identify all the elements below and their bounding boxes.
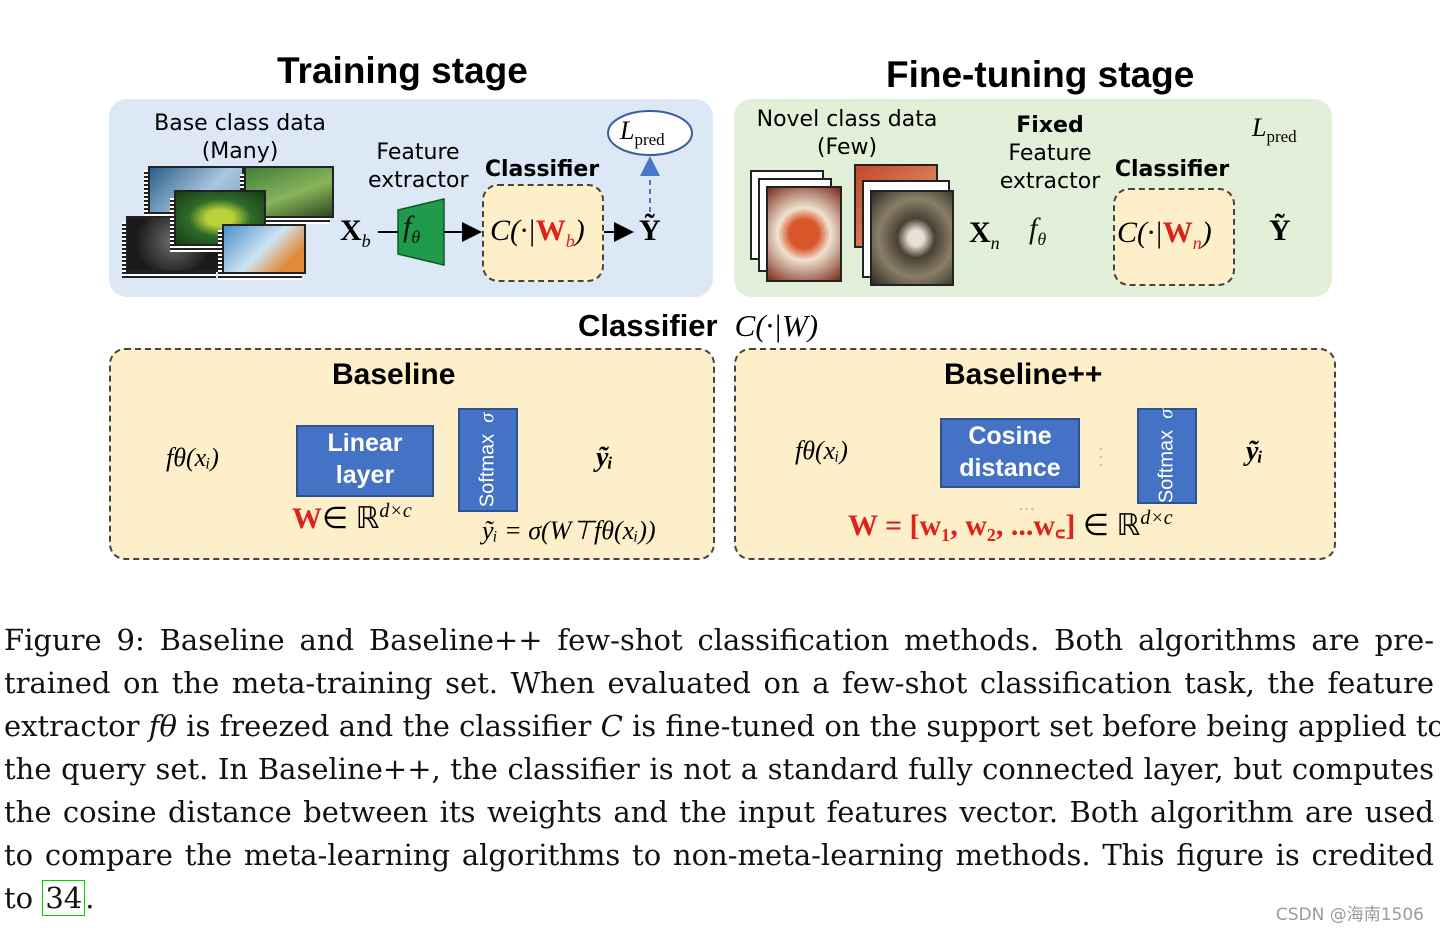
softmax-block-baselinepp: Softmax σ — [1137, 408, 1197, 504]
caption-line: the cosine distance between its weights … — [4, 795, 1434, 829]
caption-line: to compare the meta-learning algorithms … — [4, 838, 1434, 872]
classifier-expr-training: C(·|Wb) — [490, 214, 585, 251]
baselinepp-weight-expr: W = [w₁, w₂, ...w꜀] ∈ ℝd×c — [848, 507, 1173, 542]
fixed-feature-extractor-label: Fixed Feature extractor — [999, 113, 1101, 194]
feature-extractor-trapezoid — [397, 198, 445, 266]
weight-dots: ... — [1018, 494, 1036, 515]
base-class-data-label: Base class data (Many) — [154, 111, 326, 164]
classifier-label: Classifier — [484, 157, 600, 182]
parallel-dots: ··· — [1098, 439, 1104, 476]
classifier-expr-finetune: C(·|Wn) — [1117, 216, 1212, 253]
classifier-heading: Classifier C(·|W) — [578, 308, 819, 343]
output-y-training: Ỹ — [639, 214, 661, 247]
training-stage-title: Training stage — [277, 50, 528, 91]
figure-caption: Figure 9: Baseline and Baseline++ few-sh… — [4, 619, 1440, 920]
classifier-box-finetune — [1113, 188, 1235, 286]
baselinepp-output: ỹᵢ — [1246, 436, 1264, 467]
citation-link[interactable]: 34 — [42, 880, 86, 916]
extractor-symbol-finetune: fθ — [1029, 212, 1047, 249]
caption-line: the query set. In Baseline++, the classi… — [4, 752, 1434, 786]
classifier-label-finetune: Classifier — [1114, 157, 1230, 182]
baseline-weight-expr: W∈ ℝd×c — [292, 500, 412, 535]
baselinepp-title: Baseline++ — [944, 358, 1103, 391]
input-xb: Xb — [340, 214, 371, 251]
loss-ellipse-training — [607, 110, 693, 156]
caption-line: trained on the meta-training set. When e… — [4, 666, 1434, 700]
baseline-title: Baseline — [332, 358, 456, 391]
baseline-input: fθ(xᵢ) — [166, 443, 219, 472]
extractor-symbol: fθ — [403, 210, 421, 247]
caption-line: to 34. — [4, 880, 95, 916]
baseline-output: ỹᵢ — [596, 442, 614, 473]
baselinepp-input: fθ(xᵢ) — [795, 436, 848, 465]
feature-extractor-label: Feature extractor — [368, 140, 469, 193]
watermark: CSDN @海南1506 — [1275, 905, 1424, 925]
softmax-block-baseline: Softmax σ — [458, 408, 518, 512]
finetuning-stage-title: Fine-tuning stage — [886, 54, 1195, 95]
novel-class-data-label: Novel class data (Few) — [756, 107, 938, 160]
loss-label-finetune: Lpred — [1252, 113, 1297, 147]
caption-line: Figure 9: Baseline and Baseline++ few-sh… — [4, 623, 1434, 657]
caption-line: extractor fθ is freezed and the classifi… — [4, 709, 1440, 743]
classifier-box-training — [482, 184, 604, 282]
input-xn: Xn — [969, 216, 1000, 253]
loss-label-training: Lpred — [620, 116, 665, 150]
baseline-formula: ỹᵢ = σ(W⊤fθ(xᵢ)) — [482, 516, 656, 545]
output-y-finetune: Ỹ — [1269, 214, 1291, 247]
